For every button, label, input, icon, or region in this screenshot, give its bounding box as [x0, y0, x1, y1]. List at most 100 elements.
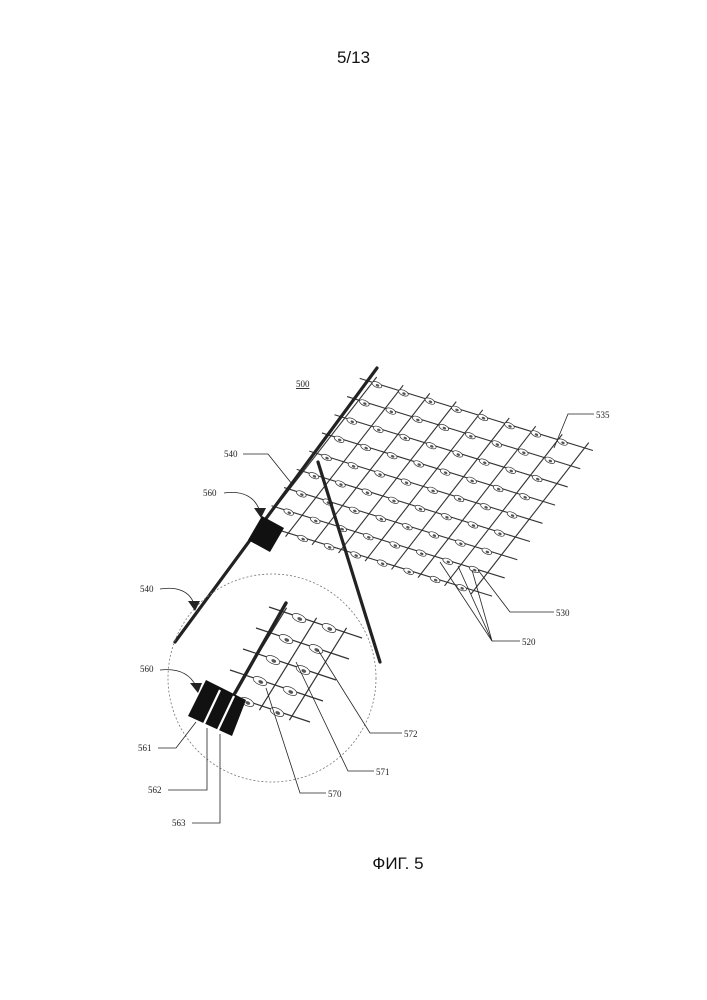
led-unit: [335, 479, 347, 488]
leader-530: [478, 570, 554, 612]
led-unit: [321, 453, 333, 462]
led-unit: [465, 431, 477, 440]
led-unit: [323, 542, 335, 551]
led-unit: [468, 565, 480, 574]
led-unit: [557, 438, 569, 447]
led-unit: [350, 550, 362, 559]
leader-520-b: [458, 566, 492, 641]
led-unit: [308, 471, 320, 480]
led-unit: [442, 557, 454, 566]
led-unit: [506, 510, 518, 519]
leader-570: [266, 688, 326, 793]
led-unit: [403, 567, 415, 576]
label-571: 571: [376, 767, 390, 777]
led-unit: [530, 429, 542, 438]
led-unit: [296, 489, 308, 498]
arrowhead-560-lower: [190, 683, 202, 693]
led-unit: [386, 451, 398, 460]
led-unit: [519, 492, 531, 501]
led-unit: [278, 633, 294, 646]
led-unit: [359, 398, 371, 407]
grid-column-line: [418, 426, 536, 577]
leader-520-a: [440, 562, 492, 641]
grid-column-line: [392, 418, 510, 569]
label-520: 520: [522, 637, 536, 647]
led-unit: [505, 466, 517, 475]
led-unit: [375, 514, 387, 523]
led-unit: [252, 675, 268, 688]
leader-563: [192, 734, 220, 823]
led-unit: [456, 583, 468, 592]
led-unit: [265, 654, 281, 667]
led-array-grid: [259, 377, 593, 596]
led-unit: [455, 539, 467, 548]
led-unit: [504, 421, 516, 430]
led-unit: [398, 388, 410, 397]
led-unit: [518, 448, 530, 457]
arrowhead-560-upper: [254, 508, 266, 518]
led-unit: [399, 433, 411, 442]
led-unit: [452, 449, 464, 458]
label-561: 561: [138, 743, 152, 753]
detail-magnifier-circle: [168, 574, 376, 782]
led-unit: [412, 415, 424, 424]
label-570: 570: [328, 789, 342, 799]
led-unit: [360, 443, 372, 452]
led-unit: [309, 516, 321, 525]
grid-column-line: [471, 443, 589, 594]
led-unit: [389, 540, 401, 549]
led-unit: [480, 502, 492, 511]
array-led-units: [270, 380, 568, 592]
led-unit: [466, 476, 478, 485]
led-unit: [492, 484, 504, 493]
led-unit: [467, 520, 479, 529]
led-unit: [453, 494, 465, 503]
led-unit: [424, 397, 436, 406]
led-unit: [481, 547, 493, 556]
led-unit: [347, 461, 359, 470]
led-unit: [478, 458, 490, 467]
led-unit: [531, 474, 543, 483]
led-unit: [361, 488, 373, 497]
led-unit: [371, 380, 383, 389]
led-unit: [297, 534, 309, 543]
led-unit: [477, 413, 489, 422]
label-562: 562: [148, 785, 162, 795]
led-unit: [291, 612, 307, 625]
array-grid-lines: [259, 377, 593, 596]
led-unit: [425, 441, 437, 450]
label-560-lower: 560: [140, 664, 154, 674]
grid-column-line: [365, 410, 483, 561]
led-unit: [427, 486, 439, 495]
label-500: 500: [296, 379, 310, 389]
led-unit: [402, 522, 414, 531]
led-unit: [415, 549, 427, 558]
label-540-upper: 540: [224, 449, 238, 459]
led-unit: [376, 559, 388, 568]
led-unit: [429, 575, 441, 584]
figure-caption: ФИГ. 5: [358, 854, 438, 874]
led-unit: [441, 512, 453, 521]
led-unit: [400, 478, 412, 487]
led-unit: [385, 407, 397, 416]
label-563: 563: [172, 818, 186, 828]
grid-column-line: [286, 385, 404, 536]
led-unit: [283, 508, 295, 517]
led-unit: [438, 423, 450, 432]
leader-572: [318, 650, 402, 733]
label-540-lower: 540: [140, 584, 154, 594]
led-unit: [428, 530, 440, 539]
grid-column-line: [312, 393, 430, 544]
label-572: 572: [404, 729, 418, 739]
led-unit: [346, 417, 358, 426]
label-535: 535: [596, 410, 610, 420]
led-unit: [372, 425, 384, 434]
led-unit: [269, 706, 285, 719]
led-unit: [388, 496, 400, 505]
main-mast: [175, 368, 377, 642]
grid-column-line: [445, 434, 563, 585]
led-unit: [374, 469, 386, 478]
led-unit: [414, 504, 426, 513]
led-unit: [282, 685, 298, 698]
